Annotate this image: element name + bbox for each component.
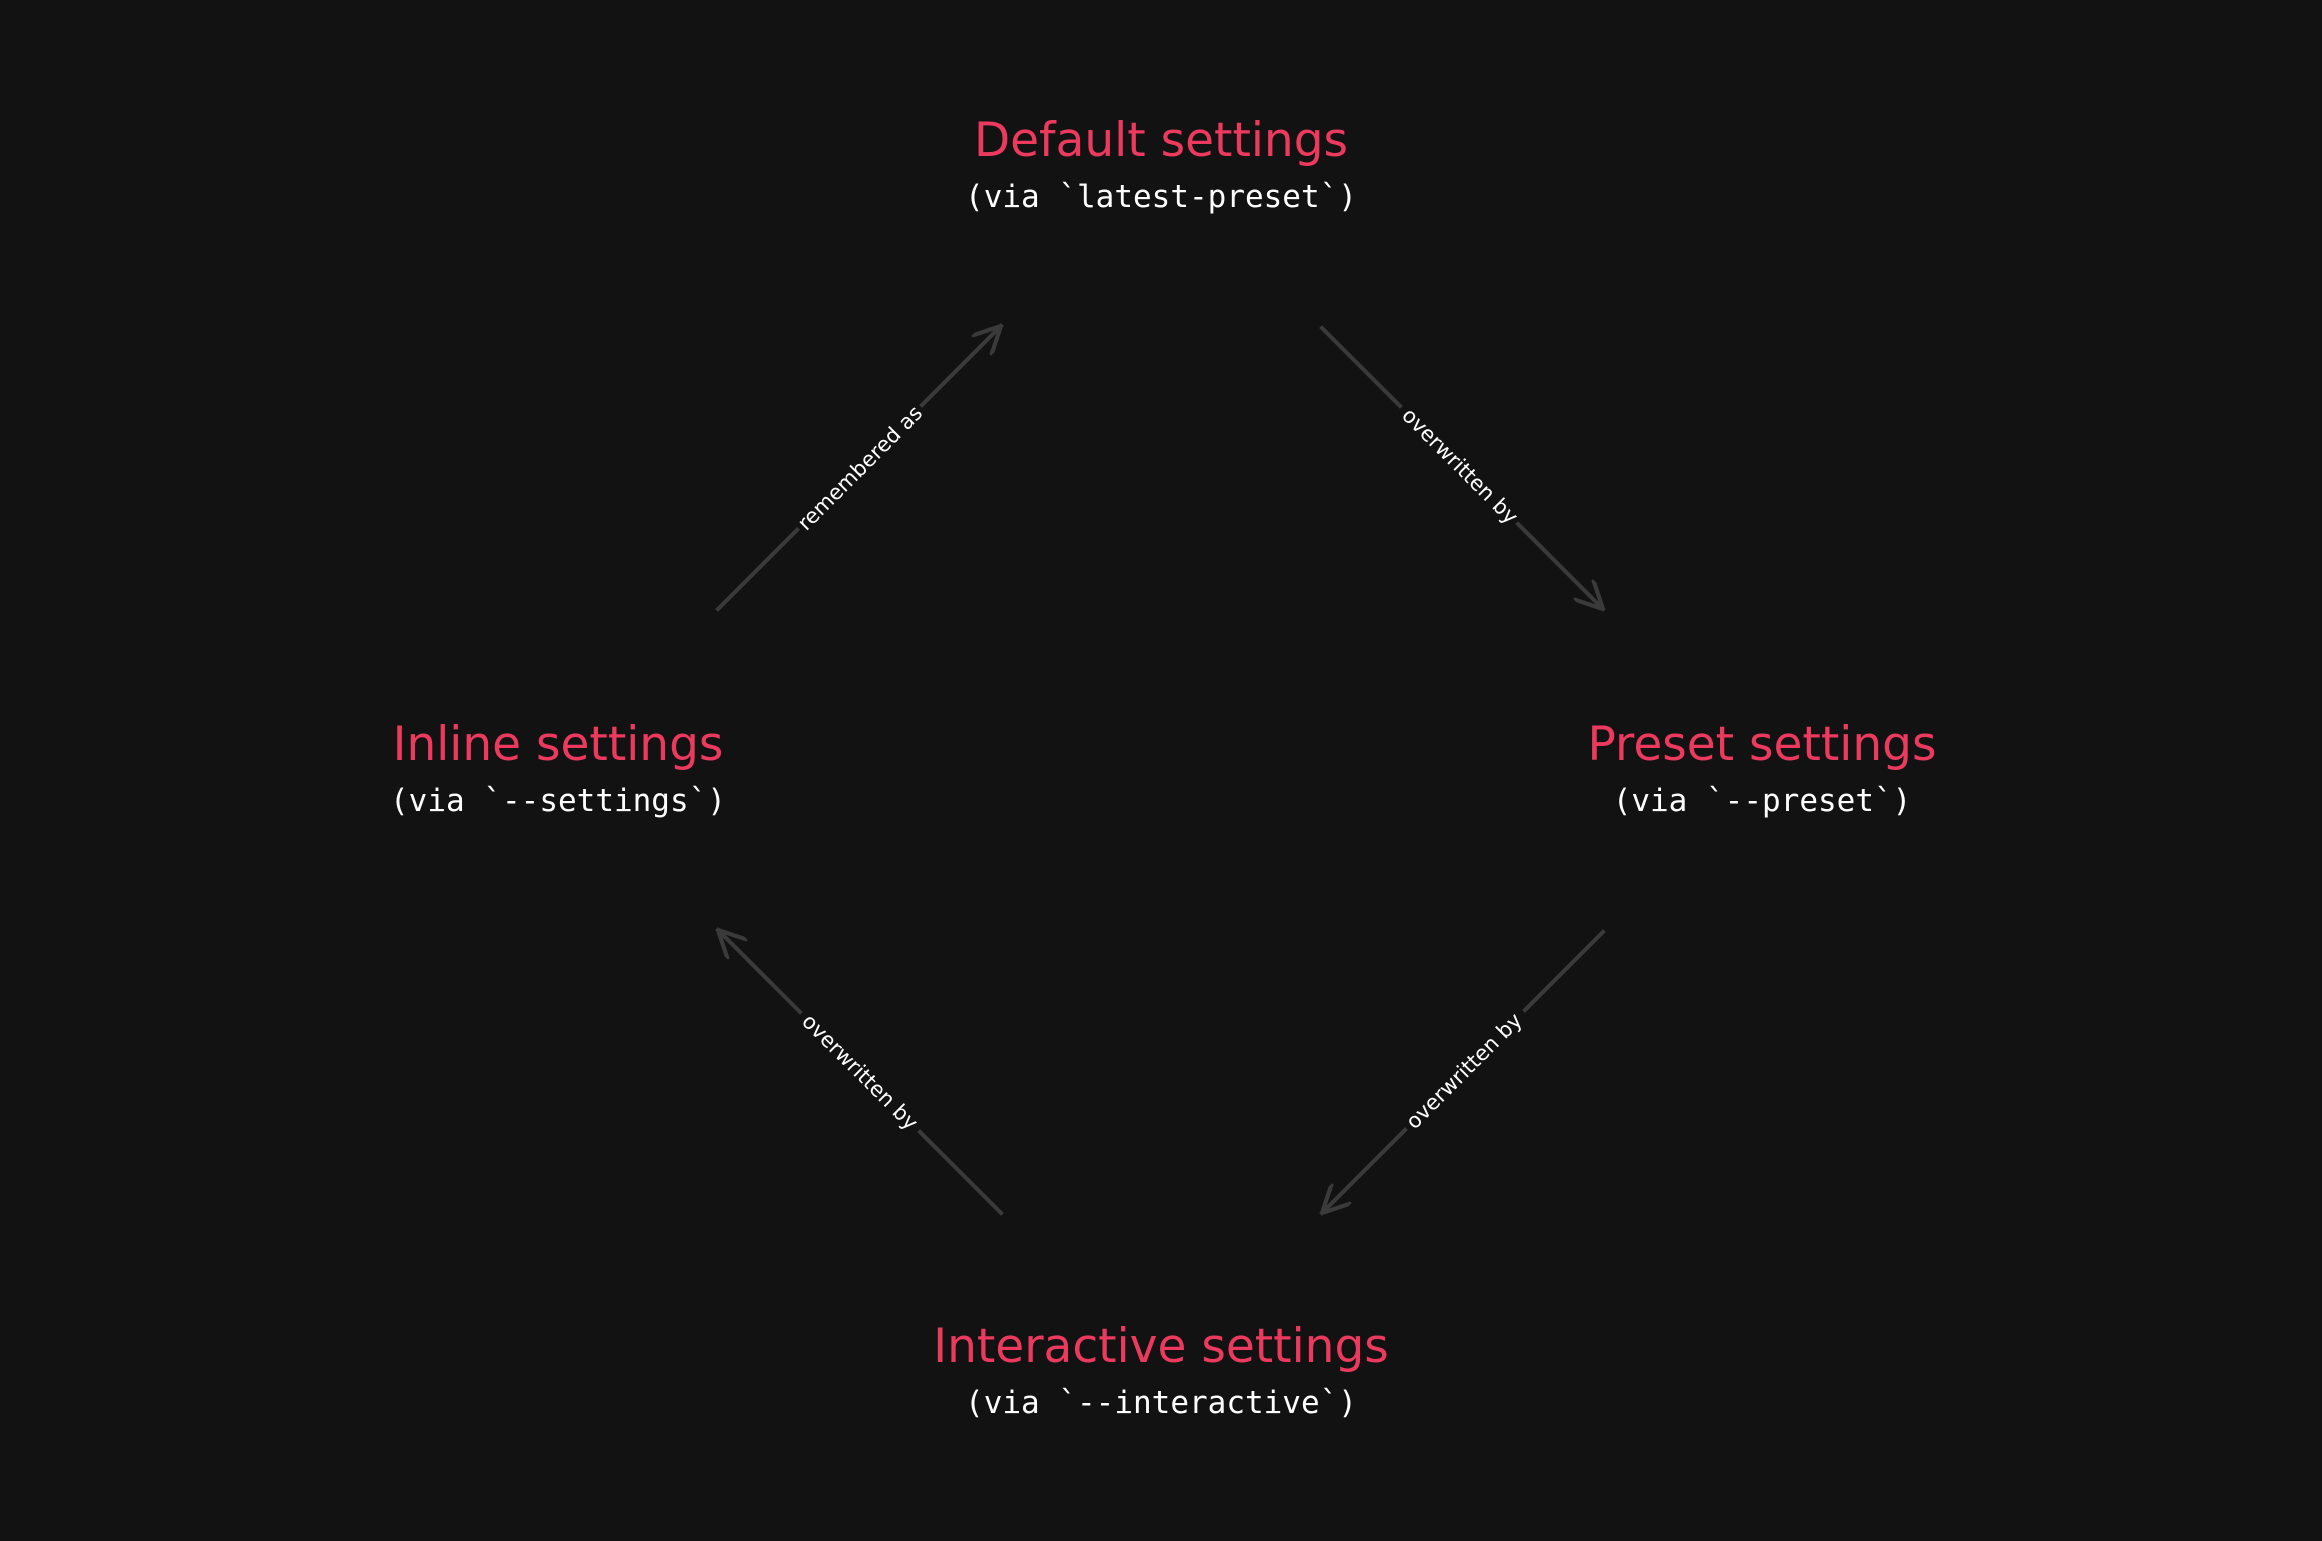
edge-preset-to-interactive: overwritten by [1322,929,1606,1213]
edge-default-to-preset: overwritten by [1319,325,1603,609]
node-subtitle-inline: (via `--settings`) [390,783,726,819]
edge-label-interactive-to-inline: overwritten by [797,1009,923,1135]
node-title-interactive: Interactive settings [933,1319,1389,1374]
node-subtitle-preset: (via `--preset`) [1612,783,1912,819]
edge-line-default-to-preset [1319,325,1403,409]
edge-label-default-to-preset: overwritten by [1397,403,1523,529]
node-interactive-settings: Interactive settings (via `--interactive… [811,1319,1511,1423]
node-subtitle-interactive: (via `--interactive`) [965,1385,1357,1421]
edge-arrow-default-to-preset [1515,521,1603,609]
edge-arrow-preset-to-interactive [1322,1127,1408,1213]
edge-inline-to-default: remembered as [715,326,1001,612]
edge-line-inline-to-default [715,524,803,612]
node-title-preset: Preset settings [1587,717,1937,772]
node-preset-settings: Preset settings (via `--preset`) [1412,717,2112,821]
edge-label-preset-to-interactive: overwritten by [1401,1008,1527,1134]
edge-arrow-interactive-to-inline [718,930,803,1015]
node-title-inline: Inline settings [392,717,724,772]
edge-line-preset-to-interactive [1522,929,1606,1013]
node-subtitle-default: (via `latest-preset`) [965,179,1357,215]
node-inline-settings: Inline settings (via `--settings`) [208,717,908,821]
edge-interactive-to-inline: overwritten by [718,930,1004,1216]
edge-line-interactive-to-inline [917,1129,1004,1216]
edge-arrow-inline-to-default [915,326,1001,412]
node-default-settings: Default settings (via `latest-preset`) [811,113,1511,217]
node-title-default: Default settings [973,113,1349,168]
edge-label-inline-to-default: remembered as [793,401,927,535]
